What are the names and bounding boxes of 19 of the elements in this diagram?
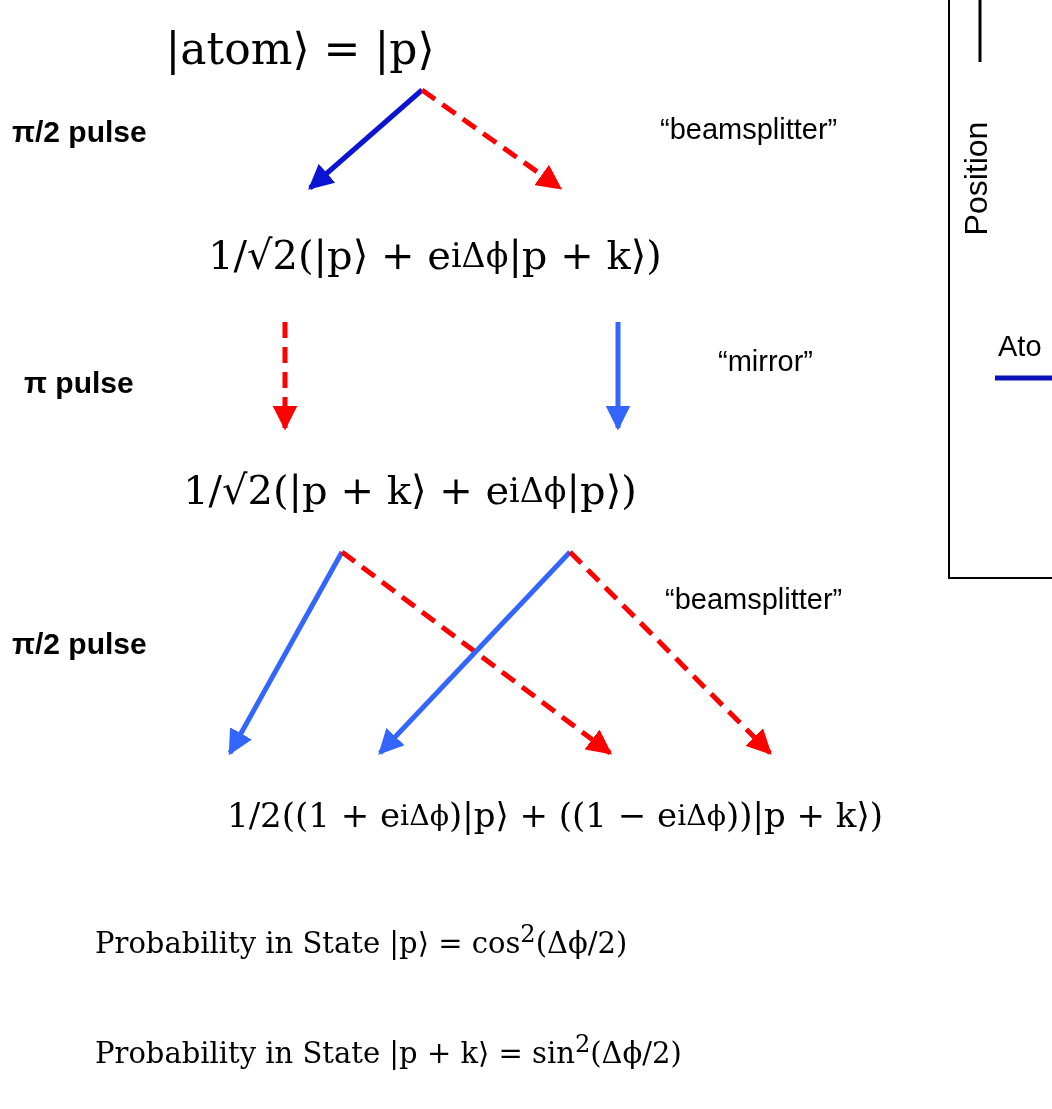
arrow — [227, 550, 345, 756]
legend-text: Ato — [998, 330, 1042, 363]
arrow — [378, 550, 572, 755]
arrow — [272, 322, 298, 431]
annotation-text: “mirror” — [718, 345, 813, 378]
axis-label: Position — [958, 121, 996, 236]
arrow — [308, 88, 424, 190]
equation: Probability in State |p⟩ = cos$^{2}$(Δϕ/2) — [95, 920, 628, 960]
annotation-text: “beamsplitter” — [665, 583, 843, 616]
arrow — [420, 87, 563, 191]
equation: Probability in State |p + k⟩ = sin$^{2}$(Δϕ/2) — [95, 1030, 682, 1070]
annotation-text: “beamsplitter” — [660, 113, 838, 146]
step-label: π pulse — [24, 366, 134, 400]
equation: |atom⟩ = |p⟩ — [130, 8, 470, 88]
arrow — [568, 550, 772, 755]
step-label: π/2 pulse — [12, 627, 147, 661]
arrow — [340, 550, 612, 755]
step-label: π/2 pulse — [12, 115, 147, 149]
arrow — [605, 322, 631, 431]
